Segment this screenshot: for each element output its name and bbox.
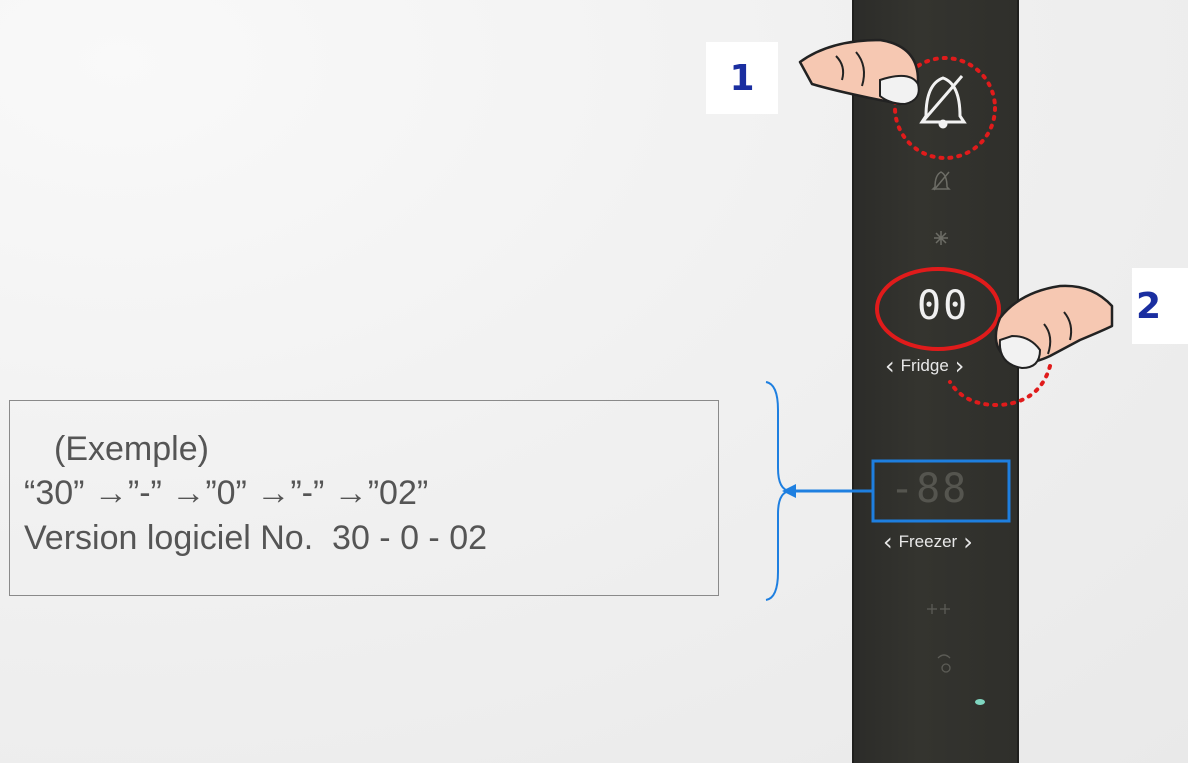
chevron-right-icon[interactable]: ›	[954, 352, 965, 380]
indicator-led	[975, 699, 985, 705]
example-title: (Exemple)	[54, 430, 209, 468]
freezer-label-text: Freezer	[898, 532, 958, 551]
chevron-left-icon[interactable]: ‹	[885, 352, 895, 380]
alarm-off-icon[interactable]	[919, 75, 967, 129]
chevron-right-icon[interactable]: ›	[963, 528, 973, 556]
step-number-1: 1	[706, 42, 778, 114]
finger-pointer-2	[994, 284, 1114, 370]
eco-icon	[937, 654, 951, 673]
highlight-alarm-button	[893, 56, 997, 160]
alarm-off-small-icon	[931, 171, 951, 191]
fridge-temperature-display: 00	[917, 283, 970, 329]
double-snowflake-icon	[927, 604, 950, 614]
highlight-fridge-display	[875, 267, 1001, 351]
fridge-label-text: Fridge	[900, 356, 949, 375]
step-number-2: 2	[1132, 268, 1188, 344]
freezer-temperature-display: -88	[890, 466, 969, 512]
highlight-fridge-right-button	[948, 364, 1052, 408]
chevron-left-icon[interactable]: ‹	[883, 528, 893, 556]
example-version: Version logiciel No. 30 - 0 - 02	[24, 519, 488, 557]
example-box: (Exemple) “30” →”-” →”0” →”-” →”02” Vers…	[9, 400, 719, 596]
callout-brace	[765, 381, 791, 601]
snowflake-icon	[934, 231, 948, 245]
example-sequence: “30” →”-” →”0” →”-” →”02”	[24, 474, 429, 512]
finger-pointer-1	[798, 38, 920, 106]
fridge-zone-label: ‹ Fridge ›	[885, 354, 964, 378]
freezer-zone-label: ‹ Freezer ›	[883, 530, 973, 554]
